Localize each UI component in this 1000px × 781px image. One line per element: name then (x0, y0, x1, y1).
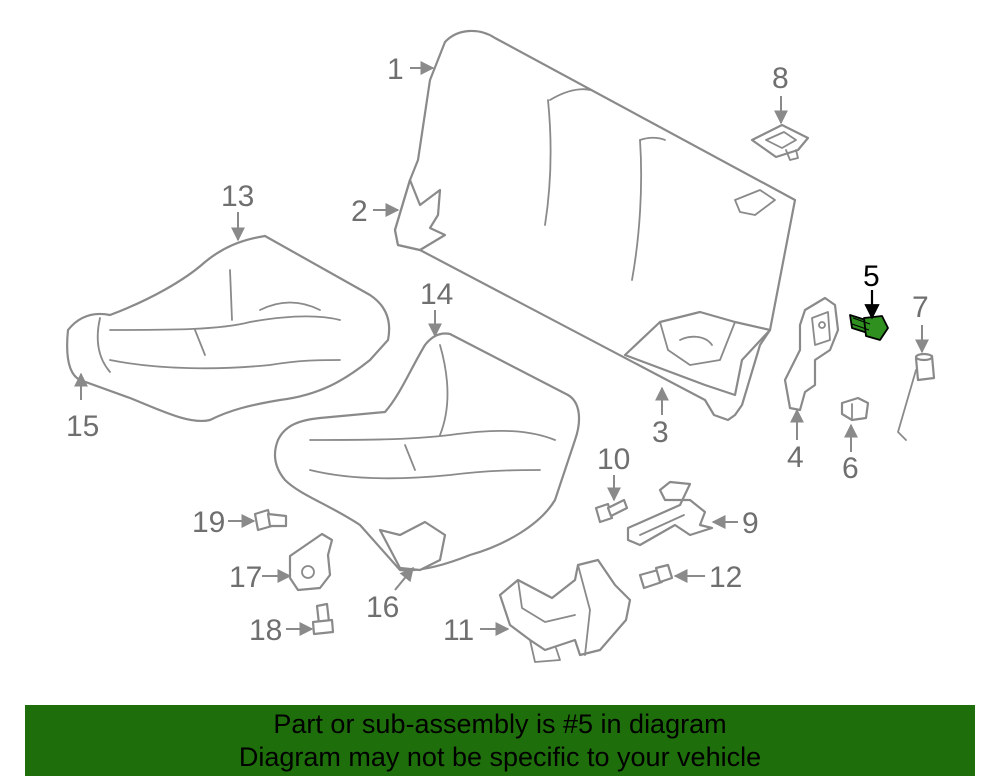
rod-part-7 (897, 352, 936, 441)
callout-9: 9 (742, 507, 759, 540)
seat-cushion-cover (66, 234, 391, 423)
callout-18: 18 (249, 614, 282, 647)
callout-15: 15 (66, 410, 99, 443)
callout-11: 11 (443, 614, 474, 647)
hinge-bracket (783, 296, 840, 412)
cover-part-8 (750, 123, 810, 161)
bolt-part-10 (594, 498, 629, 524)
callout-5: 5 (863, 260, 880, 293)
callout-19: 19 (192, 506, 225, 539)
callout-1: 1 (387, 53, 404, 86)
banner-line-part: Part or sub-assembly is #5 in diagram (273, 709, 727, 739)
callout-12: 12 (709, 561, 742, 594)
banner-line-disclaimer: Diagram may not be specific to your vehi… (238, 742, 762, 772)
callout-3: 3 (652, 416, 669, 449)
bracket-part-9 (626, 480, 714, 547)
callout-10: 10 (597, 443, 630, 476)
bolt-part-5 (849, 314, 889, 341)
seat-cushion (273, 332, 581, 572)
callout-14: 14 (420, 278, 453, 311)
latch-bracket-part-11 (498, 558, 632, 663)
seat-back (393, 29, 797, 422)
bolt-part-18 (311, 602, 335, 636)
callout-labels: 1 2 3 4 5 6 7 8 9 10 11 12 13 14 15 16 1… (66, 53, 929, 647)
hinge-plate-part-17 (288, 532, 334, 592)
bolt-part-12 (638, 563, 674, 590)
leader-lines (74, 61, 929, 636)
callout-2: 2 (351, 195, 368, 228)
callout-6: 6 (842, 452, 859, 485)
info-banner: Part or sub-assembly is #5 in diagram Di… (25, 705, 975, 776)
bolt-part-19 (253, 508, 288, 532)
callout-4: 4 (787, 441, 804, 474)
callout-17: 17 (229, 561, 262, 594)
leader-16 (394, 566, 414, 591)
callout-16: 16 (366, 591, 399, 624)
clip-part-6 (840, 396, 870, 422)
callout-8: 8 (772, 62, 789, 95)
callout-13: 13 (221, 180, 254, 213)
parts-diagram: 1 2 3 4 5 6 7 8 9 10 11 12 13 14 15 16 1… (66, 29, 936, 663)
callout-7: 7 (912, 291, 929, 324)
